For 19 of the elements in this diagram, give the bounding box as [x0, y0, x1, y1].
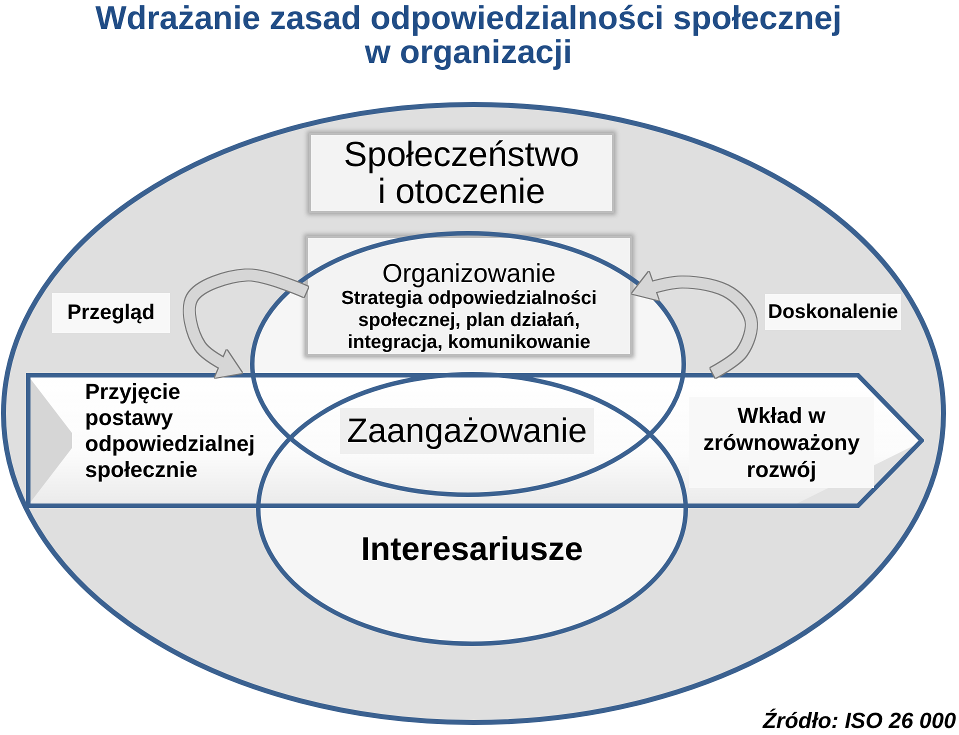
node-text: Doskonalenie [768, 300, 898, 324]
node-heading: Organizowanie [382, 258, 556, 288]
label-box [340, 408, 594, 454]
label-box [52, 293, 170, 333]
diagram-title: Wdrażanie zasad odpowiedzialności społecznej w organizacji [94, 1, 843, 69]
node-text: Zaangażowanie [346, 411, 588, 451]
node-text: Interesariusze [361, 531, 583, 567]
node-text: Wkład w zrównoważony rozwój [703, 402, 860, 483]
curved-arrow [184, 270, 308, 378]
text-panel [309, 133, 614, 213]
text-panel [306, 236, 632, 356]
node-text: Przegląd [67, 301, 155, 325]
node-description: Strategia odpowiedzialności społecznej, plan działań, integracja, komunikowanie [340, 288, 598, 354]
node-text: Przyjęcie postawy odpowiedzialnej społecznie [85, 379, 255, 483]
label-box [689, 397, 874, 488]
source-caption: Źródło: ISO 26 000 [762, 707, 956, 734]
node-text: Społeczeństwo i otoczenie [344, 136, 580, 210]
label-box [765, 294, 901, 330]
curved-arrow [630, 272, 757, 378]
